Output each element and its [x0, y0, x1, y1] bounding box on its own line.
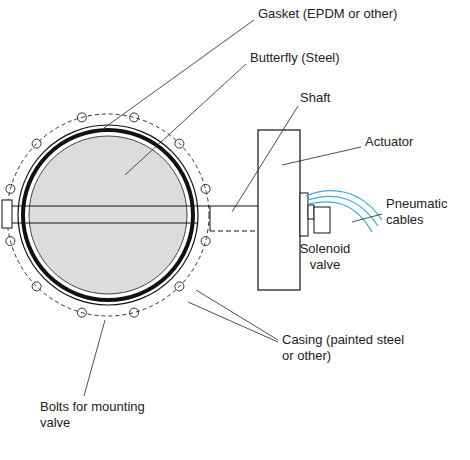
leader-line [232, 106, 298, 212]
gasket-ring [23, 130, 193, 300]
actuator-port [300, 193, 308, 236]
shaft-end [2, 200, 12, 228]
bolt [130, 113, 139, 122]
pneumatic-cable [308, 196, 378, 226]
leader-line [282, 147, 361, 165]
bolt [201, 184, 210, 193]
shaft-edge [12, 223, 198, 224]
cables-label: Pneumatic cables [386, 196, 466, 228]
solenoid-label: Solenoid valve [290, 241, 360, 273]
actuator-body [258, 130, 300, 290]
bolt-ring [6, 113, 210, 317]
shaft-edge [12, 206, 258, 207]
leader-line [196, 290, 278, 340]
bolt-circle [7, 114, 209, 316]
bolts-label: Bolts for mounting valve [40, 399, 150, 431]
shaft-edge [210, 231, 258, 232]
casing-outer [18, 125, 198, 305]
leader-line [125, 64, 246, 175]
leader-line [84, 320, 105, 396]
pneumatic-cable [308, 202, 372, 232]
leader-line [188, 302, 278, 342]
solenoid-stem [308, 205, 314, 219]
casing-label: Casing (painted steel or other) [282, 332, 407, 364]
actuator-label: Actuator [365, 134, 460, 150]
butterfly-label: Butterfly (Steel) [250, 50, 450, 66]
shaft-edge [210, 206, 211, 231]
solenoid-box [314, 207, 330, 233]
shaft-label: Shaft [300, 90, 380, 106]
leader-line [352, 214, 382, 222]
bolt [201, 237, 210, 246]
butterfly-disc [29, 136, 187, 294]
bolt [130, 308, 139, 317]
gasket-label: Gasket (EPDM or other) [258, 6, 458, 22]
leader-line [104, 20, 254, 128]
